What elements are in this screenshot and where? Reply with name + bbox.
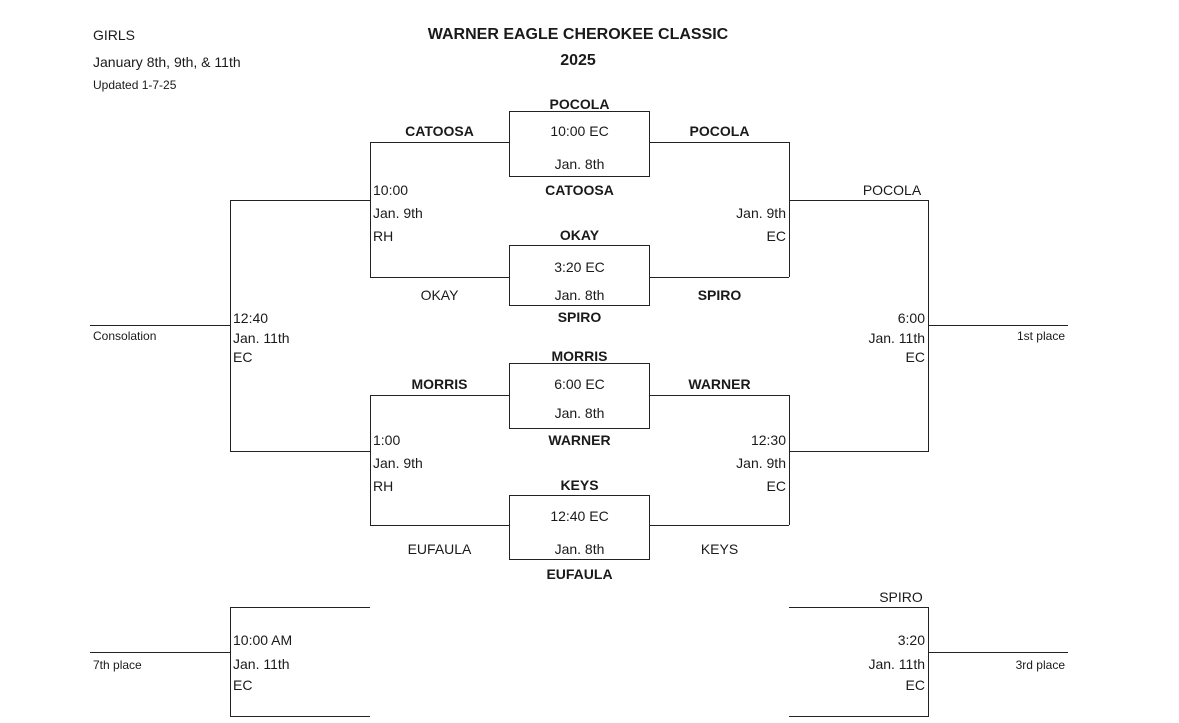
team-name: SPIRO xyxy=(697,287,742,303)
bracket-line xyxy=(789,607,929,608)
game-box-4 xyxy=(509,495,650,560)
game-site: EC xyxy=(766,478,786,494)
game-date: Jan. 11th xyxy=(233,656,290,672)
game-time: 6:00 xyxy=(897,310,925,326)
page-year: 2025 xyxy=(560,52,596,69)
team-name: OKAY xyxy=(420,287,459,303)
team-name: POCOLA xyxy=(862,182,922,198)
bracket-line xyxy=(230,200,370,201)
game-site: EC xyxy=(905,677,925,693)
team-name: MORRIS xyxy=(551,348,608,364)
game-time: 12:40 xyxy=(233,310,269,326)
game-time: 1:00 xyxy=(373,432,401,448)
game-time: 10:00 AM xyxy=(233,632,293,648)
game-date: Jan. 11th xyxy=(868,656,925,672)
bracket-line xyxy=(370,395,371,525)
game-date: Jan. 9th xyxy=(736,455,786,471)
game-date: Jan. 8th xyxy=(554,405,605,421)
game-site: RH xyxy=(373,478,394,494)
game-date: Jan. 11th xyxy=(233,330,290,346)
bracket-line xyxy=(370,395,509,396)
bracket-line xyxy=(230,716,370,717)
tournament-dates: January 8th, 9th, & 11th xyxy=(93,54,241,70)
game-date: Jan. 8th xyxy=(554,541,605,557)
game-time: 10:00 EC xyxy=(550,123,609,139)
placement-label: 1st place xyxy=(1016,329,1065,343)
team-name: WARNER xyxy=(688,376,751,392)
team-name: SPIRO xyxy=(879,589,923,605)
game-date: Jan. 8th xyxy=(554,287,605,303)
bracket-line xyxy=(650,525,789,526)
bracket-line xyxy=(370,277,509,278)
division-label: GIRLS xyxy=(93,27,136,43)
team-name: POCOLA xyxy=(689,123,750,139)
bracket-line xyxy=(230,451,370,452)
page-title: WARNER EAGLE CHEROKEE CLASSIC xyxy=(427,26,729,43)
game-date: Jan. 9th xyxy=(736,205,786,221)
game-site: EC xyxy=(766,228,786,244)
game-box-2 xyxy=(509,245,650,306)
game-site: EC xyxy=(233,349,253,365)
game-date: Jan. 9th xyxy=(373,455,423,471)
bracket-line xyxy=(230,200,231,451)
bracket-line xyxy=(650,142,789,143)
game-date: Jan. 11th xyxy=(868,330,925,346)
bracket-line xyxy=(789,395,790,525)
bracket-line xyxy=(370,525,509,526)
bracket-line xyxy=(230,607,231,716)
team-name: POCOLA xyxy=(549,96,610,112)
game-site: RH xyxy=(373,228,394,244)
team-name: WARNER xyxy=(548,432,611,448)
bracket-line xyxy=(928,607,929,716)
bracket-line xyxy=(370,142,509,143)
game-time: 6:00 EC xyxy=(554,376,605,392)
team-name: CATOOSA xyxy=(545,182,614,198)
bracket-line xyxy=(789,716,929,717)
game-box-1 xyxy=(509,111,650,177)
placement-label: 7th place xyxy=(93,658,142,672)
game-date: Jan. 8th xyxy=(554,156,605,172)
bracket-line xyxy=(928,325,1068,326)
team-name: KEYS xyxy=(700,541,739,557)
game-time: 12:30 xyxy=(750,432,786,448)
team-name: EUFAULA xyxy=(546,566,613,582)
game-site: EC xyxy=(233,677,253,693)
game-site: EC xyxy=(905,349,925,365)
bracket-line xyxy=(90,325,230,326)
team-name: SPIRO xyxy=(557,309,602,325)
updated-note: Updated 1-7-25 xyxy=(93,78,177,92)
bracket-line xyxy=(928,652,1068,653)
bracket-line xyxy=(650,395,789,396)
team-name: MORRIS xyxy=(411,376,468,392)
game-time: 10:00 xyxy=(373,182,409,198)
bracket-line xyxy=(789,142,790,277)
game-time: 3:20 EC xyxy=(554,259,605,275)
team-name: OKAY xyxy=(559,227,600,243)
placement-label: 3rd place xyxy=(1015,658,1065,672)
team-name: KEYS xyxy=(560,477,599,493)
game-time: 12:40 EC xyxy=(550,508,609,524)
team-name: CATOOSA xyxy=(405,123,474,139)
bracket-line xyxy=(230,607,370,608)
game-box-3 xyxy=(509,363,650,429)
bracket-line xyxy=(650,277,789,278)
game-time: 3:20 xyxy=(897,632,925,648)
bracket-line xyxy=(789,200,929,201)
placement-label: Consolation xyxy=(93,329,157,343)
bracket-line xyxy=(370,142,371,277)
team-name: EUFAULA xyxy=(407,541,472,557)
bracket-line xyxy=(90,652,230,653)
game-date: Jan. 9th xyxy=(373,205,423,221)
bracket-line xyxy=(789,451,929,452)
